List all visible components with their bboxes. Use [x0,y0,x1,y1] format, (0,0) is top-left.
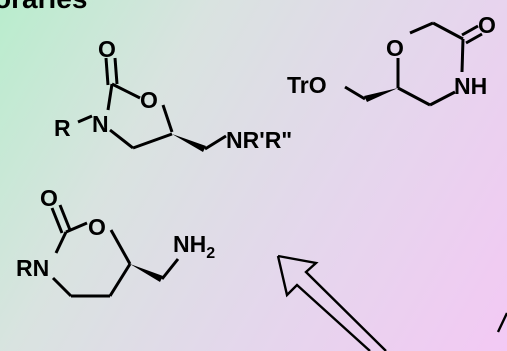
carbonyl-bond-2 [113,57,119,85]
oxazinanone-molecule: O O RN NH2 [16,185,215,298]
ring-bond-c3-n4 [460,38,465,73]
stereo-wedge-bond [130,264,163,282]
ring-bond-c4-n3 [109,128,134,150]
ring-bond-c4-n3 [51,276,73,298]
amine-label: NH2 [173,231,215,262]
atom-label-r: R [54,115,71,141]
arrow-head-upper [277,254,387,351]
stereo-wedge-bond [172,134,206,152]
ring-bond-n3-c2 [106,83,114,111]
arrow-head-lower [276,255,371,351]
atom-label-ring-o: O [88,214,106,240]
retrosynthesis-arrow [276,254,387,351]
atom-label-ring-o: O [140,87,158,113]
ether-bond [344,85,366,101]
atom-label-carbonyl-o: O [98,36,116,62]
ring-bond-o1-c2 [409,21,434,35]
atom-label-carbonyl-o: O [40,185,58,211]
cropped-arrow-fragment [496,312,507,333]
amine-subscript: 2 [206,245,215,262]
oxazolidinone-molecule: O O N R NR'R" [54,36,292,153]
atom-label-ring-n: RN [16,255,49,281]
amine-label: NR'R" [226,127,292,153]
atom-label-ring-n: N [92,111,109,137]
amine-bond [204,134,227,151]
ring-bond-c5-c4 [132,132,173,150]
atom-label-ring-o: O [386,35,404,61]
amine-bond [160,258,180,280]
ring-bond-c2-o1 [65,221,88,234]
n-substituent-bond [77,114,93,124]
ring-bond-c2-c3 [432,21,464,41]
ring-bond-o1-c6 [109,229,132,265]
ring-bond-n4-c5 [429,90,456,107]
carbonyl-bond-1 [50,207,64,234]
morpholinone-molecule: O O NH TrO [287,12,496,107]
atom-label-nh: NH [454,73,487,99]
ring-bond-n3-c2 [54,231,68,254]
carbonyl-bond-2 [465,32,483,45]
ring-bond-o1-c5 [161,104,174,133]
carbonyl-bond-2 [58,204,72,231]
protecting-group-label: TrO [287,72,327,98]
ring-bond-c5-c6 [397,86,431,107]
header-title: oraries [0,0,87,14]
ring-bond-c2-o1 [111,82,141,100]
atom-label-carbonyl-o: O [478,12,496,38]
stereo-wedge-bond [364,88,398,102]
carbonyl-bond-1 [461,24,479,37]
amine-nh-text: NH [173,231,206,257]
ring-bond-c6-c5 [108,263,132,297]
carbonyl-bond-1 [104,57,110,86]
